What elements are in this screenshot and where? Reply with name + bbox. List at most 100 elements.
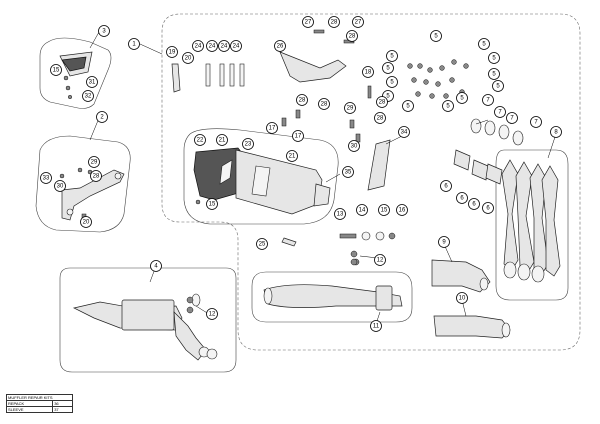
callout-number: 20 <box>185 55 192 61</box>
callout-number: 9 <box>442 239 446 245</box>
callout-balloon: 5 <box>488 68 500 80</box>
callout-balloon: 22 <box>194 134 206 146</box>
callout-number: 13 <box>337 211 344 217</box>
muffler-clamp <box>367 139 391 191</box>
callout-balloon: 5 <box>402 100 414 112</box>
callout-number: 30 <box>57 183 64 189</box>
callout-balloon: 12 <box>206 308 218 320</box>
callout-balloon: 28 <box>90 170 102 182</box>
callout-balloon: 6 <box>456 192 468 204</box>
callout-number: 6 <box>486 205 490 211</box>
callout-number: 17 <box>269 125 276 131</box>
callout-number: 24 <box>209 43 216 49</box>
callout-balloon: 11 <box>370 320 382 332</box>
callout-number: 33 <box>43 175 50 181</box>
title-box-row-label: SLEEVE <box>5 406 54 413</box>
repair-kits-title-box: MUFFLER REPAIR KITS REPACK 36 SLEEVE 37 <box>5 394 73 413</box>
bracket-group-frame <box>35 135 131 233</box>
callout-number: 15 <box>381 207 388 213</box>
end-cap-part <box>59 51 93 77</box>
callout-balloon: 25 <box>256 238 268 250</box>
header-flanges <box>453 149 503 185</box>
callout-balloon: 15 <box>206 198 218 210</box>
callout-balloon: 28 <box>346 30 358 42</box>
callout-number: 12 <box>377 257 384 263</box>
callout-number: 5 <box>390 53 394 59</box>
callout-number: 6 <box>444 183 448 189</box>
callout-number: 29 <box>347 105 354 111</box>
callout-balloon: 20 <box>80 216 92 228</box>
callout-balloon: 28 <box>318 98 330 110</box>
callout-balloon: 5 <box>488 52 500 64</box>
callout-balloon: 5 <box>456 92 468 104</box>
callout-balloon: 5 <box>442 100 454 112</box>
callout-balloon: 2 <box>96 111 108 123</box>
callout-balloon: 32 <box>82 90 94 102</box>
callout-balloon: 3 <box>98 25 110 37</box>
callout-balloon: 24 <box>192 40 204 52</box>
callout-balloon: 5 <box>478 38 490 50</box>
callout-number: 16 <box>399 207 406 213</box>
callout-number: 25 <box>259 241 266 247</box>
nut-cluster <box>407 59 469 99</box>
callout-number: 14 <box>359 207 366 213</box>
callout-balloon: 7 <box>530 116 542 128</box>
callout-number: 27 <box>355 19 362 25</box>
brand-logo-icon <box>219 159 233 185</box>
callout-number: 30 <box>351 143 358 149</box>
callout-balloon: 21 <box>216 134 228 146</box>
callout-number: 28 <box>379 99 386 105</box>
callout-number: 12 <box>209 311 216 317</box>
callout-number: 27 <box>305 19 312 25</box>
callout-number: 26 <box>277 43 284 49</box>
callout-balloon: 18 <box>362 66 374 78</box>
callout-balloon: 28 <box>374 112 386 124</box>
callout-number: 24 <box>221 43 228 49</box>
hanger-bracket <box>279 51 347 83</box>
callout-balloon: 26 <box>274 40 286 52</box>
callout-number: 4 <box>154 263 158 269</box>
callout-number: 34 <box>401 129 408 135</box>
callout-number: 7 <box>498 109 502 115</box>
callout-balloon: 1 <box>128 38 140 50</box>
callout-balloon: 17 <box>266 122 278 134</box>
callout-number: 5 <box>482 41 486 47</box>
callout-number: 11 <box>373 323 380 329</box>
callout-number: 3 <box>102 28 106 34</box>
callout-balloon: 15 <box>378 204 390 216</box>
callout-balloon: 28 <box>296 94 308 106</box>
endcap-screws <box>63 75 73 100</box>
callout-number: 5 <box>492 55 496 61</box>
callout-number: 6 <box>472 201 476 207</box>
callout-balloon: 30 <box>348 140 360 152</box>
callout-number: 28 <box>377 115 384 121</box>
callout-balloon: 24 <box>206 40 218 52</box>
callout-balloon: 14 <box>356 204 368 216</box>
bolt-washer-set <box>339 231 396 241</box>
callout-balloon: 5 <box>386 50 398 62</box>
callout-number: 35 <box>345 169 352 175</box>
callout-balloon: 12 <box>374 254 386 266</box>
callout-number: 32 <box>85 93 92 99</box>
callout-number: 5 <box>386 65 390 71</box>
y-pipe-lower <box>433 315 511 339</box>
callout-balloon: 6 <box>468 198 480 210</box>
callout-balloon: 21 <box>286 150 298 162</box>
linkpipe-group-frame <box>251 271 413 323</box>
callout-number: 28 <box>321 101 328 107</box>
callout-number: 19 <box>169 49 176 55</box>
callout-number: 8 <box>554 129 558 135</box>
callout-number: 15 <box>53 67 60 73</box>
callout-balloon: 6 <box>440 180 452 192</box>
main-assembly-frame <box>161 13 581 351</box>
callout-number: 5 <box>460 95 464 101</box>
callout-number: 7 <box>534 119 538 125</box>
spring-hook-tool <box>171 63 181 93</box>
callout-number: 5 <box>496 83 500 89</box>
muffler-canister <box>193 147 331 215</box>
mounting-bracket-part <box>61 169 125 221</box>
link-rod <box>281 237 297 247</box>
